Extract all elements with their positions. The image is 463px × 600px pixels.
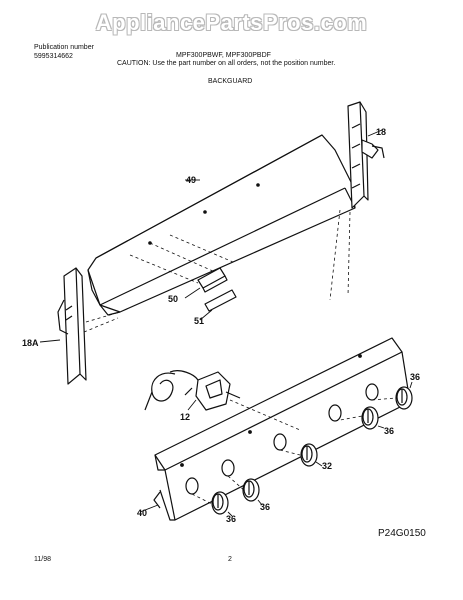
section-title: BACKGUARD [208, 78, 253, 85]
publication-label: Publication number [34, 44, 94, 51]
callout-49: 49 [186, 175, 196, 185]
callout-36-left: 36 [226, 514, 236, 524]
caution-note: CAUTION: Use the part number on all orde… [117, 60, 336, 67]
publication-number: 5995314662 [34, 53, 73, 60]
assembly-guide-lines [83, 209, 351, 333]
callout-36-center: 36 [260, 502, 270, 512]
control-knob [300, 443, 318, 467]
callout-50: 50 [168, 294, 178, 304]
control-knob [361, 406, 379, 430]
oven-thermostat [144, 370, 241, 411]
footer-date: 11/98 [34, 556, 51, 563]
diagram-code: P24G0150 [378, 528, 426, 539]
insulation-strip [197, 267, 228, 293]
control-knob [211, 491, 229, 515]
retainer-strip [204, 289, 237, 312]
left-end-bracket [57, 267, 87, 385]
callout-32: 32 [322, 461, 332, 471]
watermark: AppliancePartsPros.com [95, 10, 368, 35]
control-panel [153, 337, 411, 521]
callout-18: 18 [376, 127, 386, 137]
model-numbers: MPF300PBWF, MPF300PBDF [176, 52, 271, 59]
control-knob [242, 478, 260, 502]
callout-36-mid: 36 [384, 426, 394, 436]
callout-51: 51 [194, 316, 204, 326]
control-knob [395, 386, 413, 410]
page-number: 2 [228, 556, 232, 563]
backguard-panel [87, 134, 356, 316]
callout-18a: 18A [22, 338, 39, 348]
callout-12: 12 [180, 412, 190, 422]
callout-40: 40 [137, 508, 147, 518]
callout-36-right: 36 [410, 372, 420, 382]
right-end-bracket [347, 101, 385, 209]
